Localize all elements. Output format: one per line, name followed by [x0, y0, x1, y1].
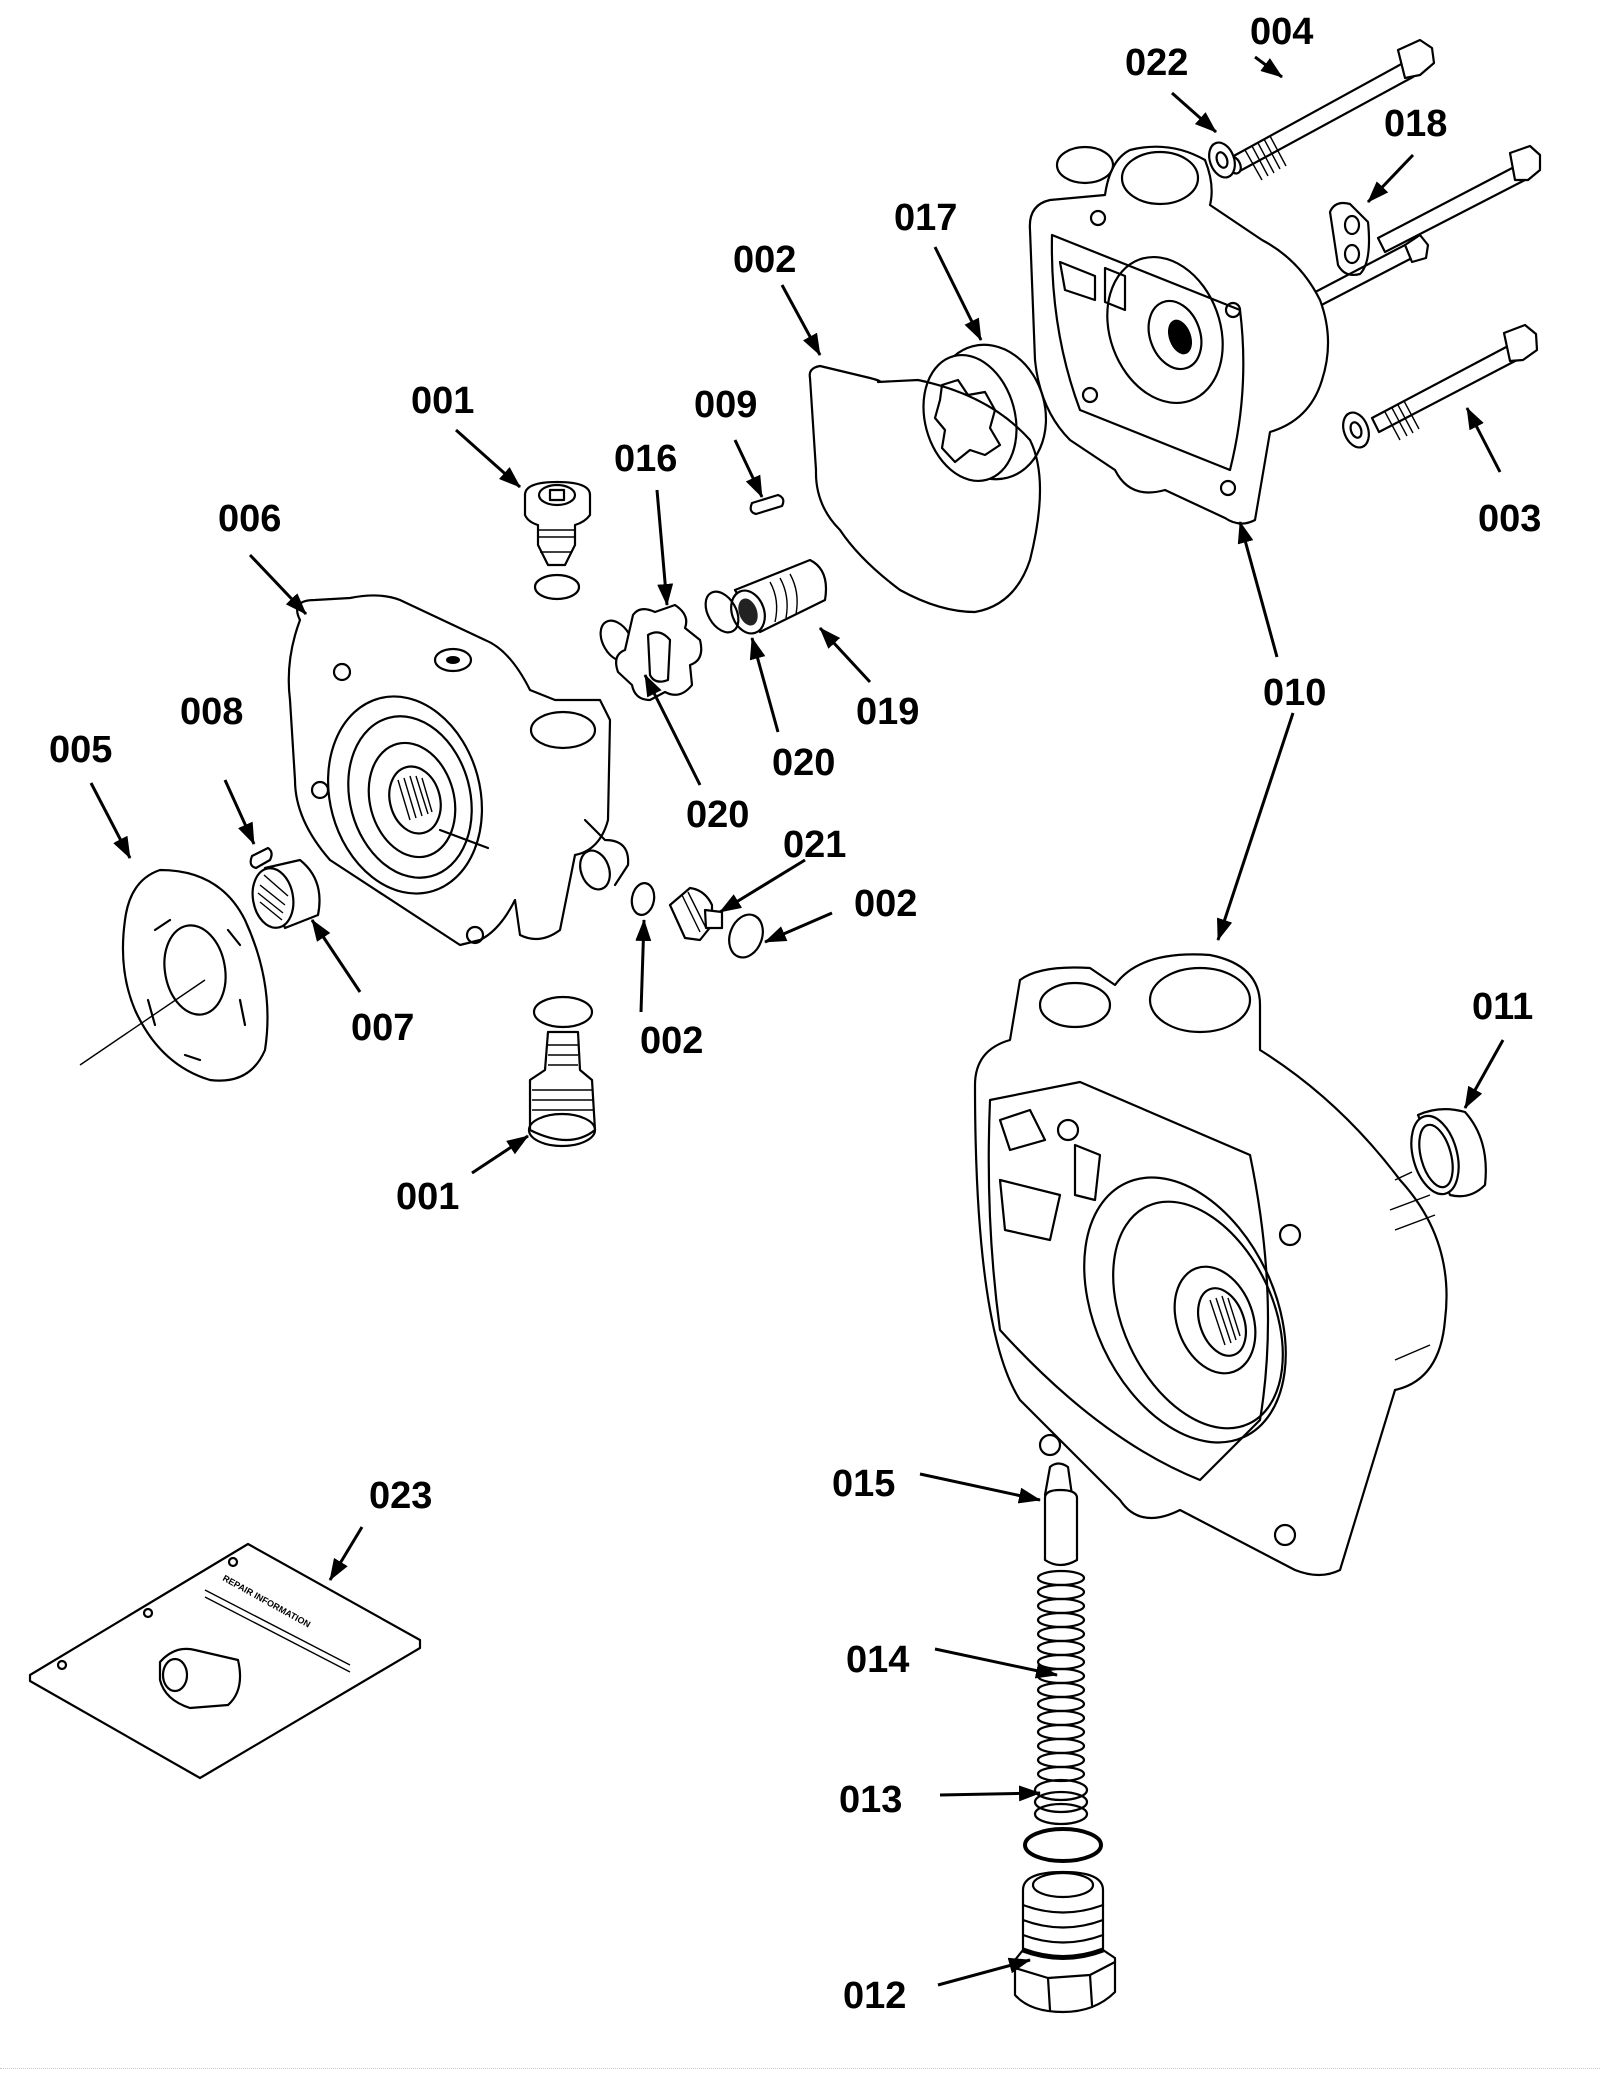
part-016-rotor[interactable] [615, 603, 703, 702]
leader-009 [733, 439, 764, 498]
leader-018 [1366, 153, 1415, 204]
part-002-oring-lower[interactable] [532, 995, 594, 1029]
leader-005 [89, 782, 132, 859]
leader-012 [937, 1957, 1031, 1987]
callout-020[interactable]: 020 [772, 742, 835, 784]
leader-015 [919, 1472, 1041, 1504]
part-010-housing-lower[interactable] [973, 953, 1448, 1577]
leader-023 [328, 1526, 364, 1581]
part-019-coupling[interactable] [725, 558, 828, 638]
callout-009[interactable]: 009 [694, 384, 757, 426]
callout-011[interactable]: 011 [1472, 986, 1533, 1028]
leader-020a [749, 637, 780, 733]
callout-007[interactable]: 007 [351, 1007, 414, 1049]
leader-003 [1465, 407, 1502, 473]
leader-001b [471, 1134, 529, 1175]
part-003-bolt[interactable] [1339, 323, 1539, 451]
leader-011 [1463, 1039, 1505, 1109]
part-013-shims[interactable] [1033, 1778, 1089, 1826]
callout-014[interactable]: 014 [846, 1639, 909, 1681]
leader-017 [933, 246, 983, 341]
leader-010-up [1237, 521, 1279, 658]
callout-006[interactable]: 006 [218, 498, 281, 540]
callout-015[interactable]: 015 [832, 1463, 895, 1505]
callout-005[interactable]: 005 [49, 729, 112, 771]
part-006-body[interactable] [287, 594, 630, 947]
callout-003[interactable]: 003 [1478, 498, 1541, 540]
part-001-valve-upper[interactable] [523, 480, 592, 601]
callout-008[interactable]: 008 [180, 691, 243, 733]
callout-019[interactable]: 019 [856, 691, 919, 733]
leader-010-down [1216, 712, 1295, 941]
callout-002[interactable]: 002 [854, 883, 917, 925]
callout-012[interactable]: 012 [843, 1975, 906, 2017]
part-002-gasket[interactable] [808, 364, 1042, 614]
part-005-port-plate[interactable] [79, 868, 269, 1082]
callout-001[interactable]: 001 [411, 380, 474, 422]
part-014-spring[interactable] [1036, 1569, 1086, 1783]
callout-023[interactable]: 023 [369, 1475, 432, 1517]
callout-010[interactable]: 010 [1263, 672, 1326, 714]
leader-014 [934, 1647, 1058, 1679]
leader-020b [643, 674, 702, 786]
leader-013 [939, 1785, 1041, 1802]
part-015-poppet[interactable] [1043, 1462, 1079, 1567]
callout-002[interactable]: 002 [640, 1020, 703, 1062]
part-018-plate[interactable] [1298, 144, 1542, 314]
part-020-snap-ring-a[interactable] [699, 586, 745, 638]
part-010-housing-upper[interactable] [1028, 145, 1330, 525]
leader-004 [1254, 55, 1283, 79]
leader-021 [719, 858, 806, 914]
part-002-snap-ring[interactable] [723, 910, 768, 962]
part-007-bearing[interactable] [248, 858, 321, 931]
part-021-check-valve[interactable] [668, 886, 724, 942]
callout-016[interactable]: 016 [614, 438, 677, 480]
callout-021[interactable]: 021 [783, 824, 846, 866]
leader-016 [655, 489, 674, 606]
part-oring-plug[interactable] [1023, 1827, 1103, 1863]
leader-006 [248, 553, 308, 616]
callout-labels: 004 022 018 017 002 003 010 001 009 016 … [49, 11, 1541, 2017]
part-009-key[interactable] [749, 493, 785, 516]
leader-002a [780, 284, 822, 356]
part-022-washer[interactable] [1205, 139, 1240, 181]
callout-017[interactable]: 017 [894, 197, 957, 239]
leader-lines [89, 55, 1505, 1987]
bottom-border [0, 2068, 1600, 2069]
callout-004[interactable]: 004 [1250, 11, 1313, 53]
leader-002b [764, 911, 833, 944]
part-012-plug[interactable] [1013, 1870, 1117, 2014]
leader-007 [310, 919, 362, 993]
part-011-bushing[interactable] [1394, 1108, 1487, 1199]
leader-001a [455, 428, 521, 489]
part-002-oring-small[interactable] [629, 881, 656, 916]
leader-022 [1171, 91, 1217, 134]
leader-019 [818, 626, 872, 684]
callout-002[interactable]: 002 [733, 239, 796, 281]
leader-008 [223, 779, 256, 845]
leader-002c [635, 919, 652, 1013]
callout-013[interactable]: 013 [839, 1779, 902, 1821]
callout-001[interactable]: 001 [396, 1176, 459, 1218]
part-023-repair-booklet[interactable]: REPAIR INFORMATION [28, 1542, 422, 1780]
part-001-valve-lower[interactable] [527, 1030, 597, 1148]
callout-020[interactable]: 020 [686, 794, 749, 836]
callout-018[interactable]: 018 [1384, 103, 1447, 145]
callout-022[interactable]: 022 [1125, 42, 1188, 84]
part-008-pin[interactable] [249, 846, 273, 870]
